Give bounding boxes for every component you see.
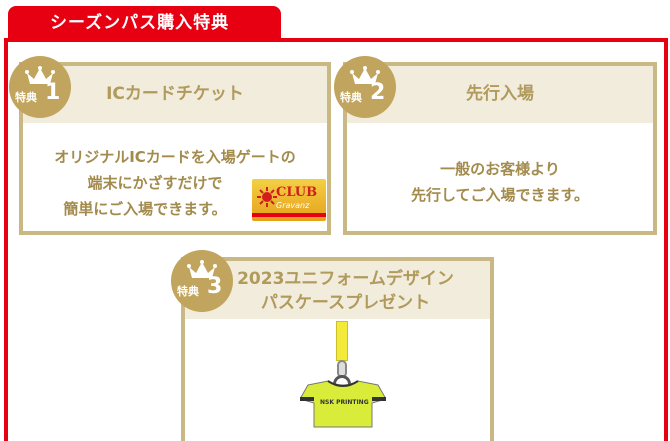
badge-label: 特典 [177, 285, 199, 298]
title-line: パスケースプレゼント [260, 293, 431, 313]
club-gravanz-card-icon: CLUB Gravanz [252, 179, 326, 221]
benefit-badge: 特典 3 [171, 250, 233, 312]
benefit-title: ICカードチケット [23, 66, 327, 123]
badge-label: 特典 [340, 91, 362, 104]
description-line: オリジナルICカードを入場ゲートの [54, 148, 296, 166]
badge-number: 2 [370, 80, 386, 105]
description-line: 一般のお客様より [440, 160, 560, 178]
description-line: 端末にかざすだけで [87, 174, 223, 192]
crown-icon [187, 260, 217, 278]
sun-logo-icon [257, 187, 277, 207]
benefit-badge: 特典 2 [334, 56, 396, 118]
lanyard-strap [336, 321, 348, 361]
section-tab: シーズンパス購入特典 [8, 6, 281, 40]
badge-label: 特典 [15, 91, 37, 104]
club-logo-text: CLUB [276, 185, 318, 200]
benefit-description: オリジナルICカードを入場ゲートの 端末にかざすだけで 簡単にご入場できます。 [23, 144, 327, 222]
description-line: 簡単にご入場できます。 [63, 200, 227, 218]
benefit-description: 一般のお客様より 先行してご入場できます。 [347, 156, 653, 208]
card-stripe [252, 213, 326, 217]
description-line: 先行してご入場できます。 [410, 186, 590, 204]
benefit-title: 2023ユニフォームデザイン パスケースプレゼント [185, 261, 490, 319]
shirt-sponsor-text: NSK PRINTING [320, 399, 369, 406]
title-line: 2023ユニフォームデザイン [237, 269, 454, 289]
club-logo-subtext: Gravanz [276, 201, 310, 210]
benefit-badge: 特典 1 [9, 56, 71, 118]
crown-icon [25, 66, 55, 84]
benefit-card-ic-ticket: ICカードチケット オリジナルICカードを入場ゲートの 端末にかざすだけで 簡単… [19, 62, 331, 235]
crown-icon [350, 66, 380, 84]
benefit-title: 先行入場 [347, 66, 653, 123]
uniform-pass-case-icon [300, 380, 386, 428]
badge-number: 3 [207, 274, 223, 299]
benefit-card-pass-case: 2023ユニフォームデザイン パスケースプレゼント NSK PRINTING [181, 257, 494, 441]
badge-number: 1 [45, 80, 61, 105]
